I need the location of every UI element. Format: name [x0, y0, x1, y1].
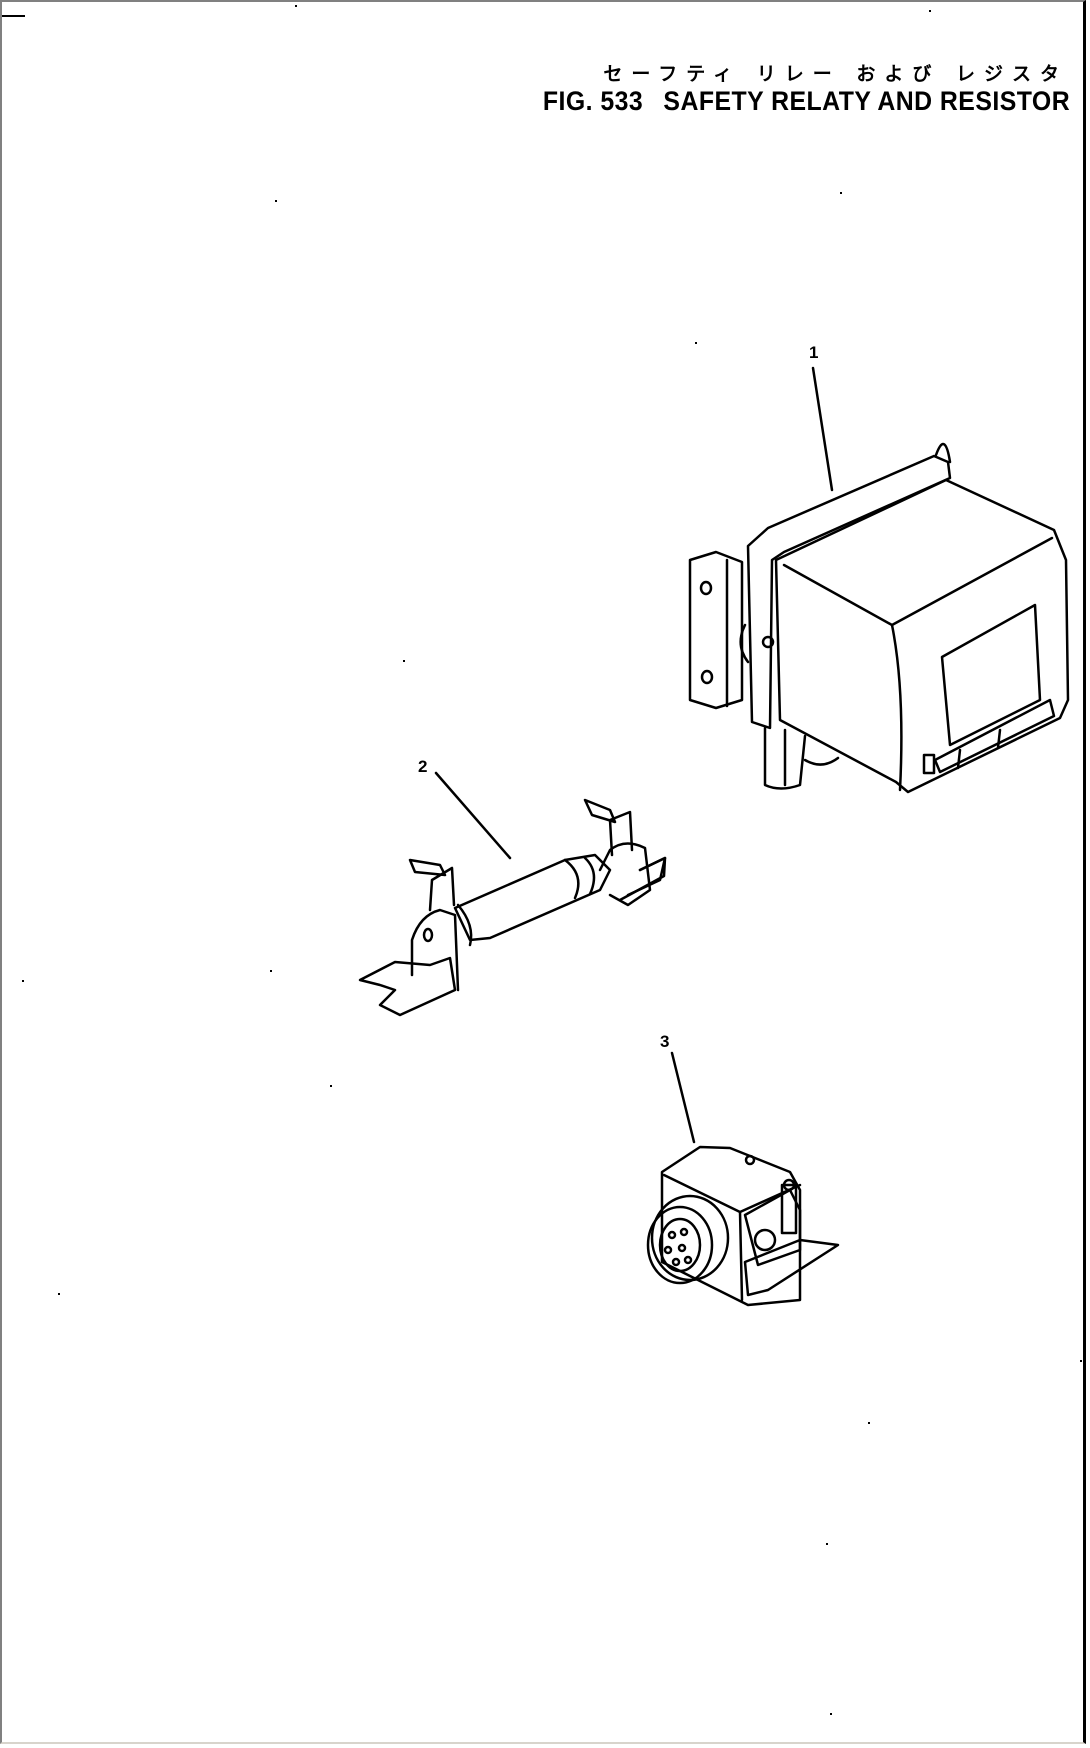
scan-speck: [840, 192, 842, 194]
corner-tick-mark: [2, 15, 25, 17]
callout-part-2[interactable]: 2: [418, 757, 428, 776]
figure-number: FIG. 533: [542, 86, 644, 116]
relay-connector-icon[interactable]: [646, 1145, 840, 1307]
figure-title-japanese: セーフティ リレー および レジスタ: [603, 63, 1068, 85]
resistor-icon[interactable]: [358, 798, 667, 1017]
callout-part-3[interactable]: 3: [660, 1032, 670, 1051]
leader-lines: [434, 366, 834, 1144]
figure-title-block: セーフティ リレー および レジスタ FIG. 533 SAFETY RELATY…: [497, 62, 1070, 116]
scan-speck: [830, 1713, 832, 1715]
scan-speck: [270, 970, 272, 972]
scan-speck: [330, 1085, 332, 1087]
scan-speck: [868, 1422, 870, 1424]
figure-title-text: SAFETY RELATY AND RESISTOR: [663, 86, 1070, 116]
scan-speck: [295, 5, 297, 7]
scan-speck: [275, 200, 277, 202]
figure-title-english: FIG. 533 SAFETY RELATY AND RESISTOR: [543, 86, 1070, 116]
scan-speck: [929, 10, 931, 12]
scan-speck: [1080, 1360, 1082, 1362]
scan-speck: [22, 980, 24, 982]
scan-speck: [403, 660, 405, 662]
safety-relay-icon[interactable]: [688, 443, 1070, 794]
scan-speck: [695, 342, 697, 344]
scan-speck: [826, 1543, 828, 1545]
callout-part-1[interactable]: 1: [809, 343, 819, 362]
scan-speck: [58, 1293, 60, 1295]
